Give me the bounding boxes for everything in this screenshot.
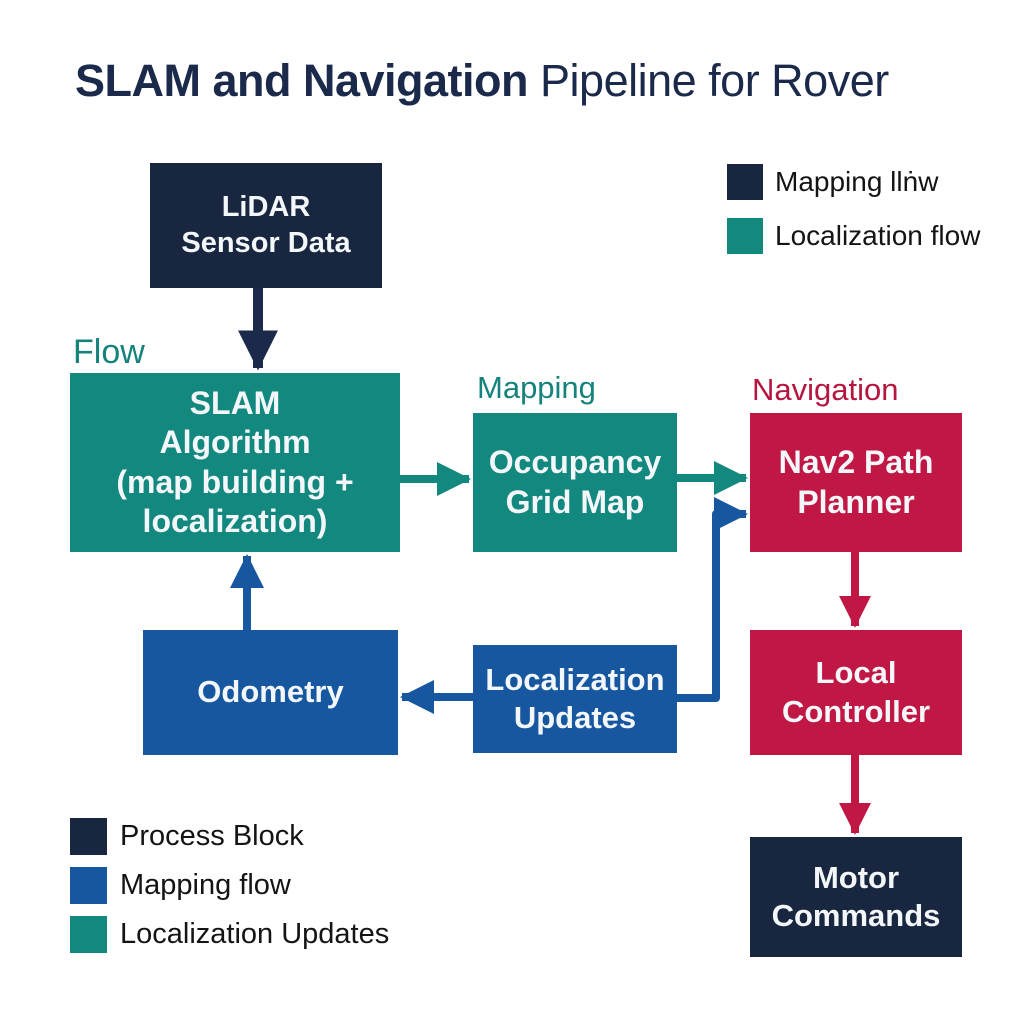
block-line: (map building +: [116, 463, 354, 500]
legend-label: Mapping flow: [120, 869, 291, 901]
legend-swatch-blue: [70, 867, 107, 904]
legend-label: Mapping llṅw: [775, 166, 939, 197]
legend-bottom-left-row-process-block: Process Block: [70, 818, 304, 855]
legend-swatch-teal: [70, 916, 107, 953]
block-line: Odometry: [197, 674, 344, 710]
block-line: Motor: [812, 859, 900, 895]
block-line: Updates: [513, 700, 637, 735]
block-nav2-path-planner: Nav2 Path Planner: [750, 413, 962, 552]
block-line: Sensor Data: [181, 226, 351, 259]
page-title-regular-text: Pipeline for Rover: [540, 55, 889, 106]
legend-top-right-row-localization-flow: Localization flow: [727, 218, 980, 254]
legend-label: Localization Updates: [120, 918, 390, 950]
block-line: Planner: [797, 483, 915, 520]
legend-label: Localization flow: [775, 220, 981, 251]
block-local-controller: Local Controller: [750, 630, 962, 755]
page-title: SLAM and Navigation Pipeline for Rover: [75, 55, 889, 107]
block-localization-updates: Localization Updates: [473, 645, 677, 753]
block-line: Local: [815, 655, 897, 691]
legend-bottom-left-row-localization-updates: Localization Updates: [70, 916, 389, 953]
zone-label-mapping: Mapping: [477, 370, 596, 405]
block-lidar-sensor-data: LiDAR Sensor Data: [150, 163, 382, 288]
legend-top-right-row-mapping-flow: Mapping llṅw: [727, 164, 938, 200]
legend-bottom-left-row-mapping-flow: Mapping flow: [70, 867, 291, 904]
block-line: Algorithm: [159, 424, 311, 461]
block-line: Commands: [771, 898, 941, 933]
block-line: Grid Map: [505, 483, 645, 520]
block-line: Controller: [781, 693, 931, 729]
block-line: LiDAR: [221, 190, 311, 223]
block-occupancy-grid-map: Occupancy Grid Map: [473, 413, 677, 552]
legend-swatch-navy: [70, 818, 107, 855]
block-line: Occupancy: [488, 443, 662, 480]
legend-label: Process Block: [120, 820, 304, 852]
block-slam-algorithm: SLAM Algorithm (map building + localizat…: [70, 373, 400, 552]
block-line: localization): [142, 502, 328, 539]
page-title-bold: SLAM and Navigation: [75, 55, 529, 106]
block-line: Nav2 Path: [778, 443, 934, 480]
block-line: Localization: [485, 661, 665, 697]
zone-label-flow: Flow: [73, 333, 145, 371]
block-motor-commands: Motor Commands: [750, 837, 962, 957]
legend-swatch-teal: [727, 218, 763, 254]
legend-swatch-navy: [727, 164, 763, 200]
arrow-locupdates-to-nav2: [677, 497, 748, 702]
zone-label-navigation: Navigation: [752, 372, 899, 407]
block-odometry: Odometry: [143, 630, 398, 755]
block-line: SLAM: [189, 385, 281, 422]
